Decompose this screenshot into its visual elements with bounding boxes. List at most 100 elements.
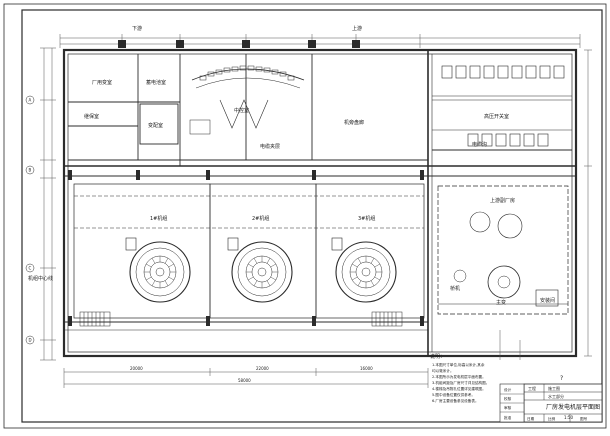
generator-ring: [251, 261, 273, 283]
unit-auxiliary-box: [331, 237, 343, 251]
title-question-mark: ?: [560, 375, 563, 382]
title-row-design: 设计: [504, 387, 512, 392]
generator-spoke: [266, 280, 271, 286]
generator-spoke: [374, 276, 380, 281]
room-labels: 厂用变室 变配室 继保室 蓄电池室 中控室 电缆夹层 机旁盘廊 高压开关室 电缆…: [28, 25, 555, 306]
top-dimension-lines: [59, 34, 581, 48]
label-central-control: 中控室: [234, 107, 249, 114]
generator-ring: [129, 241, 191, 303]
generator-spoke: [248, 263, 254, 268]
dim-left-segment: 20000: [130, 366, 143, 371]
title-part: 水工部分: [548, 393, 564, 399]
title-row-check: 校核: [504, 396, 512, 401]
generator-spoke: [253, 258, 258, 264]
generator-ring: [257, 267, 267, 277]
generator-spoke: [352, 276, 358, 281]
generator-spoke: [164, 280, 169, 286]
label-left-center: 机组中心线: [28, 275, 53, 282]
title-cell-scale: 比例: [548, 416, 556, 421]
hv-switch-room: [432, 65, 572, 151]
generator-spoke: [270, 263, 276, 268]
dim-right-segment: 16000: [360, 366, 373, 371]
generator-spoke: [357, 258, 362, 264]
label-right-top: 上游副厂房: [490, 197, 515, 204]
axis-a: A: [29, 98, 32, 103]
dim-total-width: 58000: [238, 378, 251, 383]
outer-border: [3, 3, 607, 429]
label-battery-room: 蓄电池室: [146, 79, 166, 86]
note-line-4: 3.机组间距及厂房尺寸详见结构图。: [432, 380, 489, 385]
notes-block: 说明： 1.本图尺寸单位,标高以米计,其余 均以毫米计。 2.本图所示为发电机层…: [430, 353, 489, 403]
generator-unit-2: [227, 237, 293, 303]
generator-ring: [361, 267, 371, 277]
generator-ring: [355, 261, 377, 283]
generator-spoke: [370, 258, 375, 264]
generator-spoke: [168, 276, 174, 281]
label-unit3: 3#机组: [358, 215, 375, 222]
axis-bubbles: A B C D: [25, 95, 35, 345]
title-project: 工程: [528, 385, 536, 391]
generator-ring: [335, 241, 397, 303]
note-line-7: 6.厂房主要设备参见设备表。: [432, 398, 479, 403]
label-cable-room: 电缆夹层: [260, 143, 280, 150]
column-markers: [68, 40, 424, 326]
generator-spoke: [168, 263, 174, 268]
unit-auxiliary-box: [125, 237, 137, 251]
title-scale: 1:50: [564, 415, 573, 420]
generator-spoke: [146, 276, 152, 281]
axis-d: D: [29, 338, 32, 343]
generator-spoke: [370, 280, 375, 286]
title-stage: 施工图: [548, 385, 560, 391]
generator-spoke: [151, 280, 156, 286]
label-hv-switch: 高压开关室: [484, 113, 509, 120]
inner-border: [21, 9, 603, 423]
generator-ring: [149, 261, 171, 283]
generator-ring: [135, 247, 185, 297]
generator-unit-3: [331, 237, 397, 303]
generator-ring: [231, 241, 293, 303]
label-unit2: 2#机组: [252, 215, 269, 222]
title-row-approve: 批准: [504, 415, 512, 420]
title-block: ? 工程 施工图 水工部分 厂房发电机层平面图 1:50 设计 校核 审核 批准…: [499, 375, 603, 423]
label-relay-room: 继保室: [84, 113, 99, 120]
notes-heading: 说明：: [430, 353, 445, 360]
dim-middle-segment: 22000: [256, 366, 269, 371]
title-cell-number: 图号: [580, 416, 588, 421]
generator-spoke: [253, 280, 258, 286]
stair-bottom-right: [371, 311, 403, 327]
generator-spoke: [266, 258, 271, 264]
right-dimension-lines: [584, 49, 592, 357]
label-gallery: 机旁盘廊: [344, 119, 364, 126]
generator-spoke: [352, 263, 358, 268]
title-drawing-name: 厂房发电机层平面图: [546, 403, 600, 411]
axis-c: C: [29, 266, 32, 271]
note-line-2: 均以毫米计。: [432, 368, 454, 373]
central-control-room: [189, 54, 313, 160]
generator-spoke: [248, 276, 254, 281]
unit-auxiliary-box: [227, 237, 239, 251]
generator-spoke: [146, 263, 152, 268]
upper-left-rooms: [68, 54, 428, 166]
stair-bottom-left: [79, 311, 111, 327]
note-line-1: 1.本图尺寸单位,标高以米计,其余: [432, 362, 485, 367]
generator-ring: [237, 247, 287, 297]
generator-spoke: [270, 276, 276, 281]
generator-units: [125, 237, 397, 303]
generator-spoke: [164, 258, 169, 264]
generator-spoke: [151, 258, 156, 264]
label-room-b: 变配室: [148, 122, 163, 129]
title-cell-date: 日期: [527, 416, 535, 421]
label-bridge: 桥机: [450, 285, 460, 292]
generator-spoke: [357, 280, 362, 286]
bottom-dimension-lines: [63, 330, 521, 388]
label-crane: 主变: [496, 299, 506, 306]
left-dimension-lines: [40, 47, 56, 361]
label-unit1: 1#机组: [150, 215, 167, 222]
generator-ring: [341, 247, 391, 297]
generator-unit-1: [125, 237, 191, 303]
note-line-6: 5.图中设备位置仅供参考。: [432, 392, 475, 397]
label-downstream: 下游: [132, 25, 142, 32]
building-walls: [62, 48, 578, 358]
